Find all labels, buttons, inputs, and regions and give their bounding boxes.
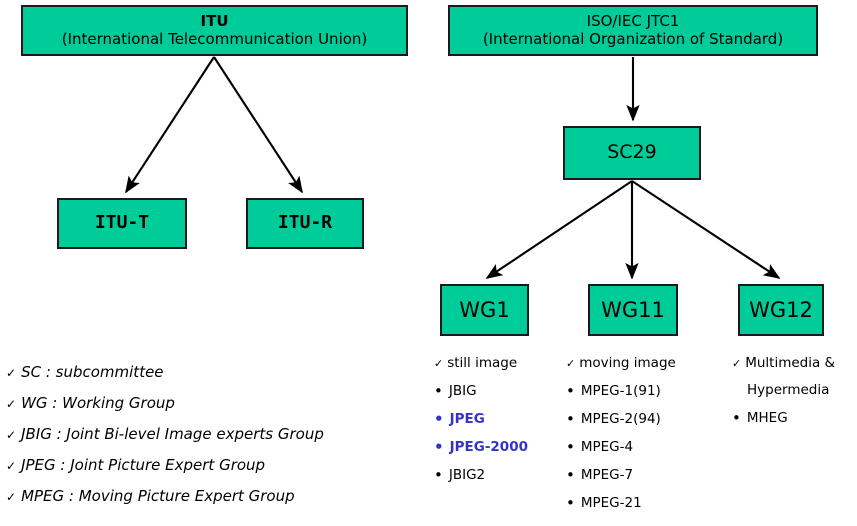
list-item-label: MPEG-21: [580, 495, 642, 511]
node-itu-title: ITU: [200, 12, 229, 31]
node-itu-t[interactable]: ITU-T: [57, 198, 187, 249]
list-item[interactable]: • MHEG: [732, 404, 857, 432]
list-item-label: MPEG-7: [580, 467, 634, 483]
check-icon: ✓: [6, 459, 17, 473]
arrow-itu-to-itur: [213, 56, 303, 194]
node-sc29-label: SC29: [607, 141, 657, 164]
list-item-label: MPEG-1(91): [580, 383, 661, 399]
wg12-list-heading: ✓Multimedia & Hypermedia: [732, 350, 857, 404]
bullet-icon: •: [566, 494, 575, 512]
wg11-heading-text: moving image: [579, 355, 676, 371]
bullet-icon: •: [434, 410, 444, 428]
legend-item-label: JPEG : Joint Picture Expert Group: [21, 456, 266, 474]
list-item-label: JBIG: [448, 383, 477, 399]
check-icon: ✓: [434, 357, 444, 370]
check-icon: ✓: [6, 397, 17, 411]
node-itu[interactable]: ITU (International Telecommunication Uni…: [21, 5, 408, 56]
list-item-label: JPEG-2000: [449, 439, 528, 455]
wg1-item-list: ✓still image •JBIG •JPEG •JPEG-2000 •JBI…: [434, 350, 566, 489]
check-icon: ✓: [566, 357, 576, 370]
list-item[interactable]: • MPEG-21: [566, 489, 716, 517]
node-wg12[interactable]: WG12: [738, 284, 824, 336]
wg11-list-heading: ✓moving image: [566, 350, 716, 377]
list-item[interactable]: • JPEG: [434, 405, 566, 433]
check-icon: ✓: [6, 366, 17, 380]
list-item-label: MPEG-4: [580, 439, 634, 455]
wg12-heading-text-line2: Hypermedia: [747, 382, 830, 398]
node-iso-subtitle: (International Organization of Standard): [482, 29, 784, 48]
bullet-icon: •: [566, 466, 575, 484]
list-item[interactable]: • MPEG-1(91): [566, 377, 716, 405]
wg12-item-list: ✓Multimedia & Hypermedia • MHEG: [732, 350, 857, 432]
list-item-label: MPEG-2(94): [580, 411, 661, 427]
wg1-heading-text: still image: [447, 355, 518, 371]
bullet-icon: •: [434, 382, 443, 400]
bullet-icon: •: [434, 438, 444, 456]
list-item-label: MHEG: [746, 410, 788, 426]
arrow-sc29-to-wg12: [631, 180, 781, 279]
node-itu-r-label: ITU-R: [277, 212, 333, 234]
legend-item-label: MPEG : Moving Picture Expert Group: [21, 487, 295, 505]
legend: ✓ SC : subcommittee ✓ WG : Working Group ✓…: [6, 357, 406, 512]
legend-item: ✓ WG : Working Group: [6, 388, 406, 419]
list-item[interactable]: • JBIG: [434, 377, 566, 405]
list-item-label: JPEG: [449, 411, 485, 427]
legend-item-label: WG : Working Group: [21, 394, 175, 412]
list-item[interactable]: • MPEG-7: [566, 461, 716, 489]
node-wg11[interactable]: WG11: [588, 284, 678, 336]
node-itu-r[interactable]: ITU-R: [246, 198, 364, 249]
list-item-label: JBIG2: [448, 467, 486, 483]
check-icon: ✓: [6, 428, 17, 442]
list-item[interactable]: • MPEG-4: [566, 433, 716, 461]
check-icon: ✓: [732, 357, 742, 370]
legend-item-label: SC : subcommittee: [21, 363, 164, 381]
wg1-list-heading: ✓still image: [434, 350, 566, 377]
node-sc29[interactable]: SC29: [563, 126, 701, 180]
legend-item: ✓ JBIG : Joint Bi-level Image experts Gro…: [6, 419, 406, 450]
legend-item: ✓ JPEG : Joint Picture Expert Group: [6, 450, 406, 481]
check-icon: ✓: [6, 490, 17, 504]
arrow-sc29-to-wg1: [485, 180, 633, 279]
node-iso-iec-jtc1[interactable]: ISO/IEC JTC1 (International Organization…: [448, 5, 818, 56]
list-item[interactable]: • JBIG2: [434, 461, 566, 489]
legend-item: ✓ MPEG : Moving Picture Expert Group: [6, 481, 406, 512]
legend-item: ✓ SC : subcommittee: [6, 357, 406, 388]
wg12-heading-text: Multimedia &: [745, 355, 836, 371]
node-wg1-label: WG1: [459, 297, 510, 322]
node-wg12-label: WG12: [749, 297, 813, 322]
node-wg11-label: WG11: [601, 297, 665, 322]
bullet-icon: •: [566, 382, 575, 400]
node-iso-title: ISO/IEC JTC1: [586, 12, 680, 31]
bullet-icon: •: [566, 438, 575, 456]
node-itu-t-label: ITU-T: [94, 212, 150, 234]
bullet-icon: •: [566, 410, 575, 428]
bullet-icon: •: [732, 409, 741, 427]
node-itu-subtitle: (International Telecommunication Union): [61, 29, 368, 48]
wg11-item-list: ✓moving image • MPEG-1(91) • MPEG-2(94) • M…: [566, 350, 716, 517]
list-item[interactable]: • MPEG-2(94): [566, 405, 716, 433]
arrow-itu-to-itut: [125, 56, 215, 194]
bullet-icon: •: [434, 466, 443, 484]
legend-item-label: JBIG : Joint Bi-level Image experts Grou…: [21, 425, 324, 443]
list-item[interactable]: • JPEG-2000: [434, 433, 566, 461]
node-wg1[interactable]: WG1: [440, 284, 529, 336]
